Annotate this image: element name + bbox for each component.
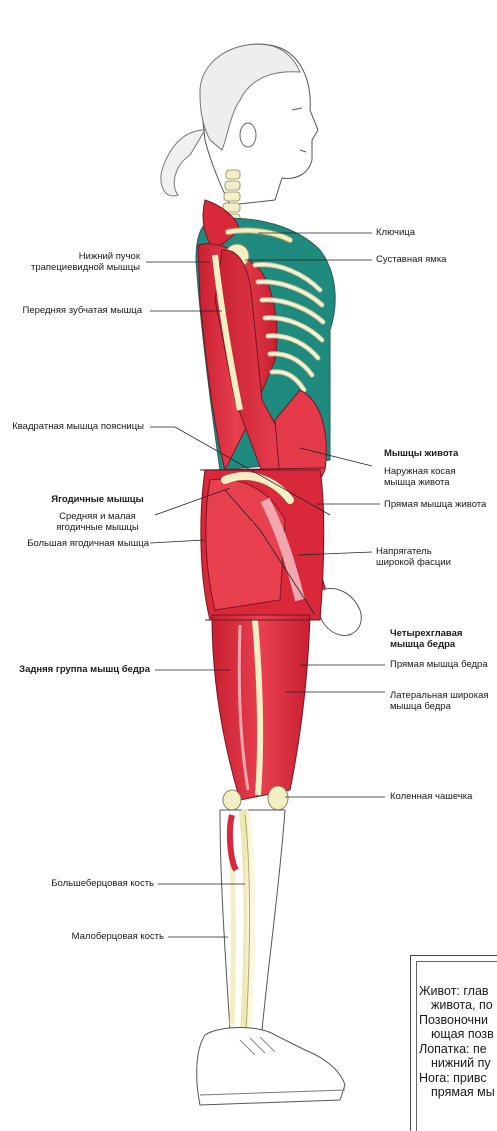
label-serratus: Передняя зубчатая мышца — [22, 305, 142, 316]
label-gluteus-med-min-line2: ягодичные мышцы — [56, 522, 139, 533]
label-tfl: Напрягатель широкой фасции — [376, 546, 451, 568]
torso — [195, 199, 362, 636]
info-line-7: Нога: привс — [419, 1071, 487, 1085]
label-abdominal-heading: Мышцы живота — [384, 448, 459, 459]
label-rectus-abdominis: Прямая мышца живота — [384, 499, 487, 510]
label-clavicle: Ключица — [376, 227, 415, 238]
thigh — [211, 614, 311, 811]
label-quadriceps-line1: Четырехглавая — [390, 628, 463, 639]
head — [160, 43, 319, 206]
info-line-3: Позвоночни — [419, 1013, 488, 1027]
info-box-inner: Живот: глав живота, по Позвоночни ющая п… — [416, 961, 497, 1131]
info-line-4: ющая позв — [431, 1027, 494, 1041]
info-box: Живот: глав живота, по Позвоночни ющая п… — [410, 955, 497, 1131]
label-quadriceps-heading: Четырехглавая мышца бедра — [390, 628, 462, 650]
label-tfl-line2: широкой фасции — [376, 557, 451, 568]
label-fibula: Малоберцовая кость — [71, 931, 164, 942]
label-gluteus-max: Большая ягодичная мышца — [27, 538, 149, 549]
label-external-oblique: Наружная косая мышца живота — [384, 466, 456, 488]
label-trapezius-line2: трапециевидной мышцы — [31, 262, 140, 273]
label-external-oblique-line1: Наружная косая — [384, 466, 456, 477]
label-quadratus: Квадратная мышца поясницы — [12, 421, 144, 432]
label-gluteus-med-min-line1: Средняя и малая — [59, 511, 136, 522]
label-trapezius-line1: Нижний пучок — [78, 251, 140, 262]
label-gluteal-heading: Ягодичные мышцы — [51, 494, 144, 505]
label-rectus-femoris: Прямая мышца бедра — [390, 659, 488, 670]
label-trapezius: Нижний пучок трапециевидной мышцы — [31, 251, 140, 273]
leader-lines — [146, 232, 385, 938]
label-glenoid: Суставная ямка — [376, 254, 447, 265]
label-quadriceps-line2: мышца бедра — [390, 639, 456, 650]
hips — [200, 469, 325, 621]
label-patella: Коленная чашечка — [390, 791, 473, 802]
label-tibia: Большеберцовая кость — [51, 878, 154, 889]
label-vastus-lateralis: Латеральная широкая мышца бедра — [390, 690, 489, 712]
lower-leg — [219, 809, 286, 1036]
label-external-oblique-line2: мышца живота — [384, 477, 450, 488]
label-gluteus-med-min: Средняя и малая ягодичные мышцы — [40, 511, 155, 533]
shorts-outline — [199, 467, 326, 621]
label-vastus-lateralis-line2: мышца бедра — [390, 701, 451, 712]
info-line-2: живота, по — [431, 998, 493, 1012]
shoe — [196, 1027, 346, 1106]
info-line-1: Живот: глав — [419, 984, 489, 998]
label-tfl-line1: Напрягатель — [376, 546, 432, 557]
info-line-8: прямая мы — [431, 1085, 495, 1099]
info-line-5: Лопатка: пе — [419, 1042, 487, 1056]
label-vastus-lateralis-line1: Латеральная широкая — [390, 690, 489, 701]
info-line-6: нижний пу — [431, 1056, 491, 1070]
label-hamstrings: Задняя группа мышц бедра — [19, 664, 150, 675]
